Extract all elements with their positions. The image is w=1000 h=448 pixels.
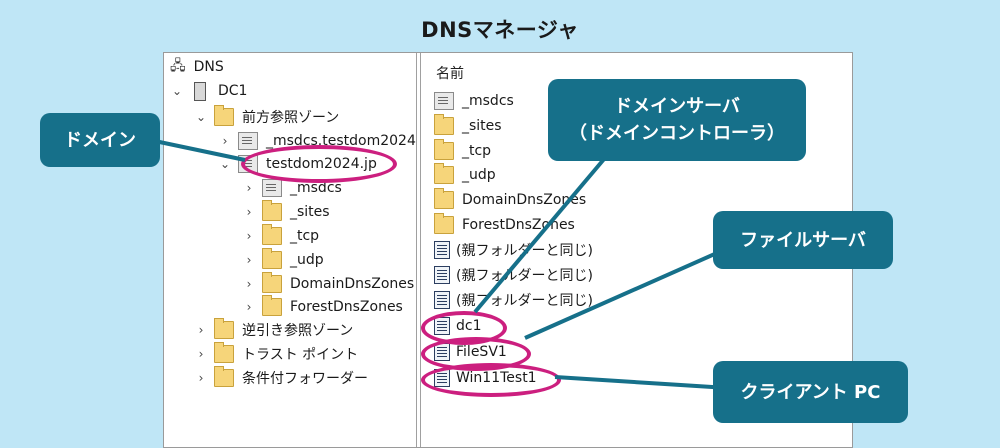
chevron-right-icon[interactable]: › — [246, 277, 252, 291]
folder-icon — [434, 139, 454, 160]
list-item[interactable]: _sites — [434, 114, 502, 138]
chevron-right-icon[interactable]: › — [198, 371, 204, 385]
callout-domain-server-line1: ドメインサーバ — [614, 96, 740, 117]
chevron-right-icon[interactable]: › — [198, 323, 204, 337]
tree-item-child[interactable]: › _sites — [242, 200, 330, 223]
tree-item-child[interactable]: › _tcp — [242, 224, 320, 247]
callout-file-server: ファイルサーバ — [713, 211, 893, 269]
list-item-name: _sites — [462, 118, 502, 134]
folder-icon — [214, 105, 234, 126]
list-item-name: DomainDnsZones — [462, 192, 587, 208]
callout-client-pc-text: クライアント PC — [740, 381, 881, 403]
connector-domain — [149, 138, 246, 162]
server-icon — [194, 81, 206, 101]
connector-domain-server — [473, 150, 612, 314]
record-icon — [434, 241, 450, 259]
list-item[interactable]: DomainDnsZones — [434, 188, 586, 212]
tree-item-child[interactable]: › _msdcs — [242, 177, 342, 199]
list-item-name: (親フォルダーと同じ) — [456, 268, 593, 284]
folder-icon — [434, 114, 454, 135]
tree-item-child[interactable]: › ForestDnsZones — [242, 295, 403, 318]
tree-label-dns: DNS — [193, 59, 224, 75]
folder-icon — [262, 272, 282, 293]
column-header-name[interactable]: 名前 — [436, 66, 464, 82]
callout-domain-text: ドメイン — [64, 129, 136, 151]
callout-file-server-text: ファイルサーバ — [740, 229, 866, 251]
tree-label-child: _sites — [290, 204, 330, 220]
tree-item-dns[interactable]: 🖧 DNS — [170, 56, 224, 78]
record-icon — [434, 266, 450, 284]
chevron-down-icon[interactable]: ⌄ — [219, 157, 231, 171]
callout-domain-server-line2: （ドメインコントローラ） — [569, 123, 785, 144]
chevron-right-icon[interactable]: › — [198, 347, 204, 361]
tree-item-forward-zone[interactable]: ⌄ 前方参照ゾーン — [194, 105, 340, 128]
folder-icon — [434, 188, 454, 209]
tree-item-trust-points[interactable]: › トラスト ポイント — [194, 342, 359, 365]
chevron-down-icon[interactable]: ⌄ — [195, 110, 207, 124]
folder-icon — [214, 366, 234, 387]
chevron-right-icon[interactable]: › — [246, 205, 252, 219]
tree-label-child: ForestDnsZones — [290, 299, 403, 315]
folder-icon — [214, 318, 234, 339]
folder-icon — [214, 342, 234, 363]
tree-label-forward-zone: 前方参照ゾーン — [242, 110, 340, 126]
zone-icon — [262, 179, 282, 197]
pane-divider[interactable] — [420, 53, 421, 447]
list-item[interactable]: _tcp — [434, 139, 491, 163]
list-item[interactable]: (親フォルダーと同じ) — [434, 263, 593, 287]
page-title: DNSマネージャ — [421, 18, 579, 42]
list-item[interactable]: _udp — [434, 163, 496, 187]
tree-label-child: _msdcs — [290, 180, 342, 196]
folder-icon — [262, 248, 282, 269]
domain-highlight — [241, 145, 397, 183]
chevron-right-icon[interactable]: › — [222, 134, 228, 148]
folder-icon — [262, 224, 282, 245]
callout-domain: ドメイン — [40, 113, 160, 167]
chevron-right-icon[interactable]: › — [246, 181, 252, 195]
tree-item-child[interactable]: › DomainDnsZones — [242, 272, 415, 295]
callout-domain-server: ドメインサーバ （ドメインコントローラ） — [548, 79, 806, 161]
tree-item-child[interactable]: › _udp — [242, 248, 324, 271]
zone-icon — [434, 92, 454, 110]
tree-label-child: _udp — [290, 252, 324, 268]
connector-client-pc — [554, 375, 729, 390]
chevron-right-icon[interactable]: › — [246, 229, 252, 243]
callout-client-pc: クライアント PC — [713, 361, 908, 423]
tree-label-forwarders: 条件付フォワーダー — [242, 371, 368, 387]
list-item-name: _udp — [462, 167, 496, 183]
list-item-name: _tcp — [462, 143, 492, 159]
list-item[interactable]: _msdcs — [434, 89, 514, 113]
dns-icon: 🖧 — [170, 58, 186, 74]
tree-item-reverse-zone[interactable]: › 逆引き参照ゾーン — [194, 318, 354, 341]
list-item-name: _msdcs — [462, 93, 514, 109]
tree-item-server[interactable]: ⌄ DC1 — [170, 80, 247, 102]
folder-icon — [434, 213, 454, 234]
tree-label-server: DC1 — [218, 83, 248, 99]
chevron-right-icon[interactable]: › — [246, 300, 252, 314]
folder-icon — [262, 295, 282, 316]
tree-label-child: DomainDnsZones — [290, 276, 415, 292]
win11test1-highlight — [421, 363, 561, 397]
record-icon — [434, 291, 450, 309]
chevron-right-icon[interactable]: › — [246, 253, 252, 267]
connector-file-server — [524, 243, 736, 340]
tree-pane: 🖧 DNS ⌄ DC1 ⌄ 前方参照ゾーン › _msdcs.testdom20… — [164, 53, 417, 447]
folder-icon — [434, 163, 454, 184]
tree-item-forwarders[interactable]: › 条件付フォワーダー — [194, 366, 368, 389]
tree-label-reverse-zone: 逆引き参照ゾーン — [242, 323, 354, 339]
tree-label-trust-points: トラスト ポイント — [242, 347, 359, 363]
chevron-down-icon[interactable]: ⌄ — [171, 84, 183, 98]
tree-label-child: _tcp — [290, 228, 320, 244]
folder-icon — [262, 200, 282, 221]
zone-icon — [238, 132, 258, 150]
